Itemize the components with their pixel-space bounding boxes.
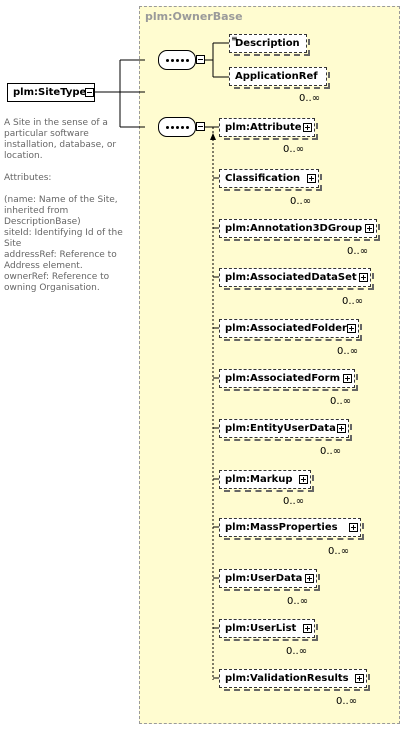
cardinality-label: 0..∞ — [330, 396, 352, 407]
cardinality-label: 0..∞ — [283, 496, 305, 507]
expand-icon[interactable] — [337, 424, 346, 433]
cardinality-label: 0..∞ — [286, 646, 308, 657]
sequence-compositor-2[interactable] — [158, 117, 196, 137]
element-label: plm:Attribute — [225, 122, 302, 133]
sequence-dot — [186, 59, 189, 62]
element-userlist[interactable]: plm:UserList — [219, 619, 318, 641]
cardinality-label: 0..∞ — [342, 296, 364, 307]
cardinality-label: 0..∞ — [336, 696, 358, 707]
element-label: Description — [235, 38, 300, 49]
expand-icon[interactable] — [359, 273, 368, 282]
expand-icon[interactable] — [305, 574, 314, 583]
sequence-dot — [181, 59, 184, 62]
expand-icon[interactable] — [349, 523, 358, 532]
element-label: plm:Annotation3DGroup — [225, 223, 363, 234]
annotation-icon: ≡ — [231, 34, 238, 43]
sequence-compositor-1[interactable] — [158, 50, 196, 70]
sequence-dot — [166, 59, 169, 62]
element-associatedfolder[interactable]: plm:AssociatedFolder — [219, 319, 362, 341]
root-element-label: plm:SiteType — [13, 87, 87, 98]
element-label: plm:MassProperties — [225, 522, 338, 533]
owner-base-title: plm:OwnerBase — [145, 10, 243, 23]
expand-icon[interactable] — [303, 624, 312, 633]
element-associatedform[interactable]: plm:AssociatedForm — [219, 369, 358, 391]
element-classification[interactable]: Classification — [219, 169, 322, 191]
element-label: plm:ValidationResults — [225, 673, 349, 684]
element-label: plm:UserList — [225, 623, 297, 634]
expand-icon[interactable] — [307, 174, 316, 183]
cardinality-label: 0..∞ — [290, 196, 312, 207]
expand-icon[interactable] — [355, 674, 364, 683]
documentation-text: A Site in the sense of a particular soft… — [4, 118, 123, 293]
element-validationresults[interactable]: plm:ValidationResults — [219, 669, 370, 691]
element-label: plm:Markup — [225, 474, 293, 485]
sequence-dot — [181, 126, 184, 129]
expand-icon[interactable] — [347, 324, 356, 333]
cardinality-label: 0..∞ — [328, 546, 350, 557]
element-label: plm:AssociatedForm — [225, 373, 340, 384]
sequence-dot — [176, 126, 179, 129]
sequence-dot — [176, 59, 179, 62]
element-label: plm:UserData — [225, 573, 303, 584]
element-label: ApplicationRef — [235, 71, 318, 82]
element-associateddataset[interactable]: plm:AssociatedDataSet — [219, 268, 374, 290]
sequence-dot — [171, 59, 174, 62]
expand-icon[interactable] — [303, 123, 312, 132]
sequence-dot — [171, 126, 174, 129]
sequence-1-collapse-icon[interactable] — [196, 55, 205, 64]
element-description[interactable]: Description — [229, 34, 310, 56]
cardinality-label: 0..∞ — [299, 93, 321, 104]
element-label: plm:AssociatedDataSet — [225, 272, 357, 283]
sequence-2-collapse-icon[interactable] — [196, 122, 205, 131]
element-userdata[interactable]: plm:UserData — [219, 569, 320, 591]
collapse-icon[interactable] — [85, 88, 94, 97]
element-attribute[interactable]: plm:Attribute — [219, 118, 318, 140]
element-label: plm:AssociatedFolder — [225, 323, 347, 334]
cardinality-label: 0..∞ — [347, 246, 369, 257]
element-massproperties[interactable]: plm:MassProperties — [219, 518, 364, 540]
element-label: plm:EntityUserData — [225, 423, 336, 434]
element-markup[interactable]: plm:Markup — [219, 470, 314, 492]
element-label: Classification — [225, 173, 301, 184]
expand-icon[interactable] — [365, 224, 374, 233]
root-element-site-type[interactable]: plm:SiteType — [7, 83, 95, 102]
element-entityuserdata[interactable]: plm:EntityUserData — [219, 419, 352, 441]
expand-icon[interactable] — [343, 374, 352, 383]
expand-icon[interactable] — [299, 475, 308, 484]
sequence-dot — [186, 126, 189, 129]
cardinality-label: 0..∞ — [320, 446, 342, 457]
cardinality-label: 0..∞ — [337, 346, 359, 357]
element-annotation3dgroup[interactable]: plm:Annotation3DGroup — [219, 219, 380, 241]
cardinality-label: 0..∞ — [287, 596, 309, 607]
element-application-ref[interactable]: ApplicationRef — [229, 67, 330, 89]
sequence-dot — [166, 126, 169, 129]
cardinality-label: 0..∞ — [283, 144, 305, 155]
